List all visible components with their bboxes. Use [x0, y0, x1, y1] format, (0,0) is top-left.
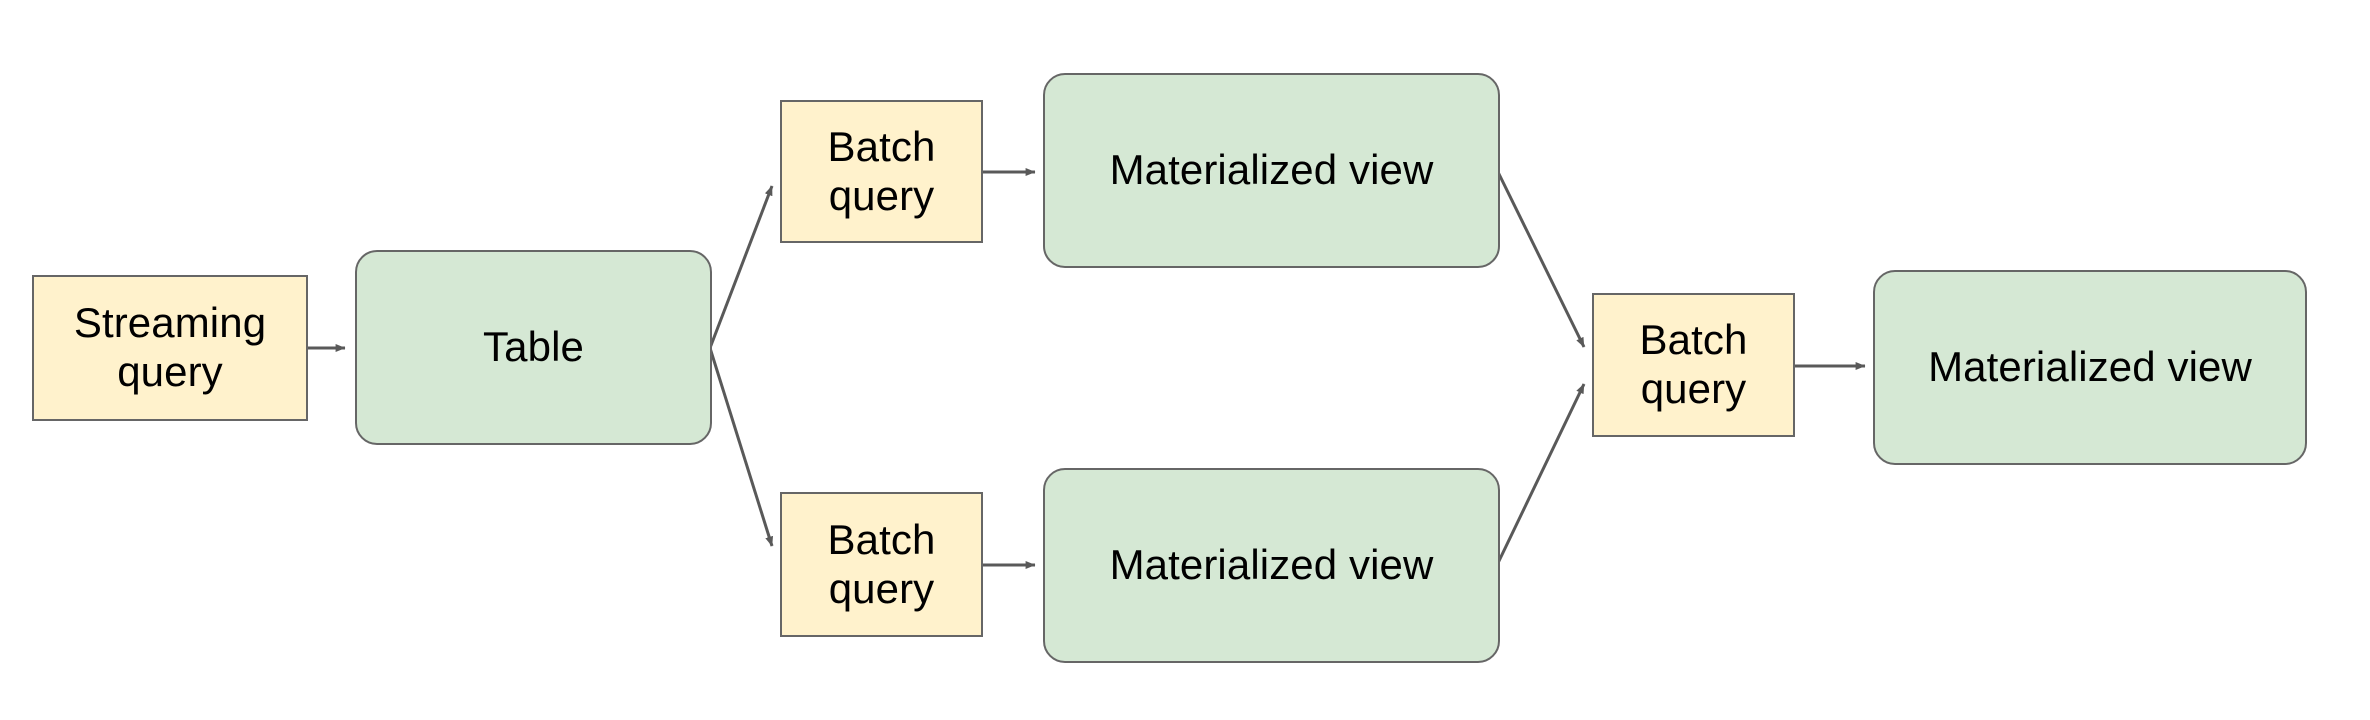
edge-table-to-batch-top — [708, 185, 774, 349]
node-streaming-query[interactable]: Streaming query — [32, 275, 308, 421]
node-batch-query-top-label: Batch query — [827, 122, 936, 219]
edge-mv-bottom-to-batch-right — [1496, 383, 1586, 564]
node-table-label: Table — [483, 323, 584, 371]
node-materialized-view-top[interactable]: Materialized view — [1043, 73, 1500, 268]
node-materialized-view-bottom-label: Materialized view — [1109, 541, 1434, 589]
node-batch-query-right[interactable]: Batch query — [1592, 293, 1795, 437]
node-materialized-view-bottom[interactable]: Materialized view — [1043, 468, 1500, 663]
node-materialized-view-right-label: Materialized view — [1928, 343, 2252, 391]
edge-mv-top-to-batch-right — [1496, 171, 1586, 348]
node-batch-query-bottom-label: Batch query — [827, 515, 936, 612]
node-materialized-view-right[interactable]: Materialized view — [1873, 270, 2307, 465]
node-streaming-query-label: Streaming query — [73, 299, 267, 395]
node-batch-query-bottom[interactable]: Batch query — [780, 492, 983, 637]
node-batch-query-top[interactable]: Batch query — [780, 100, 983, 243]
node-table[interactable]: Table — [355, 250, 712, 445]
edge-table-to-batch-bottom — [708, 347, 774, 547]
node-batch-query-right-label: Batch query — [1639, 316, 1748, 412]
node-materialized-view-top-label: Materialized view — [1109, 146, 1434, 194]
